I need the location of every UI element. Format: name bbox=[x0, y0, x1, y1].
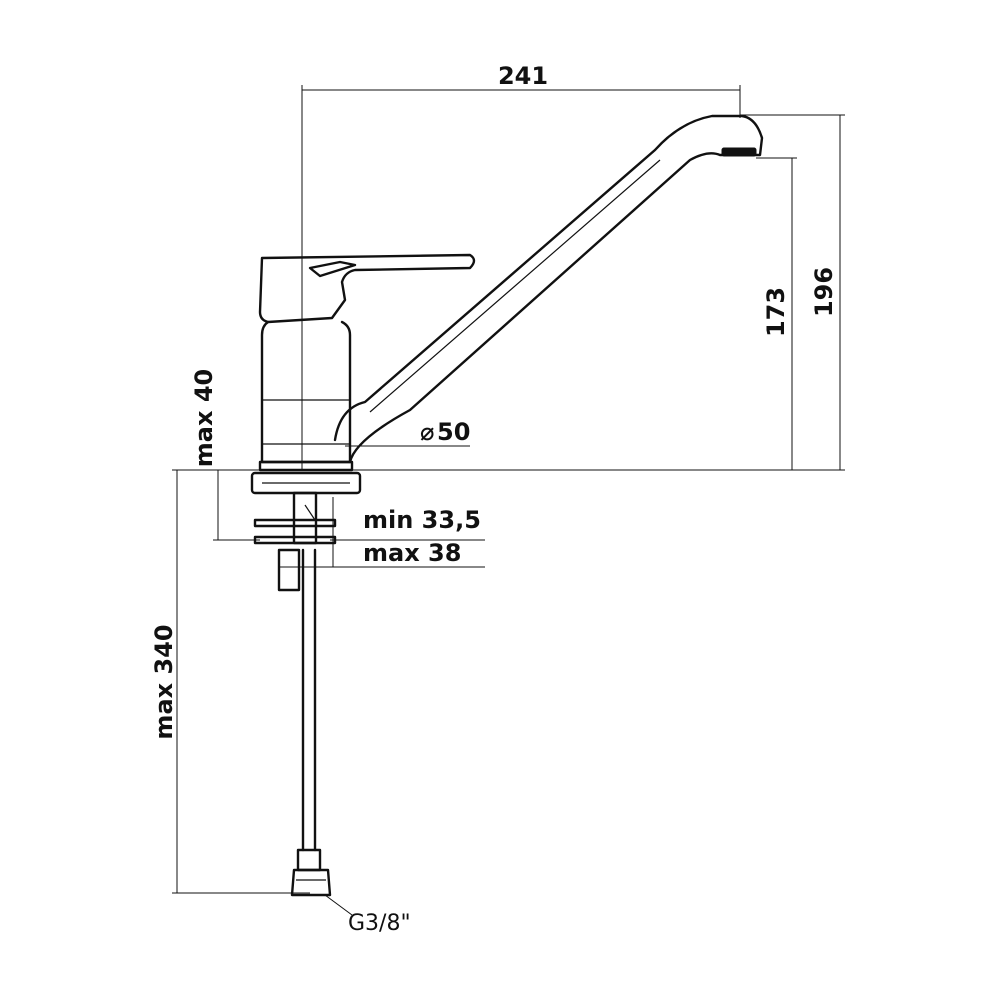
main-cylinder bbox=[260, 320, 352, 464]
hose-fitting bbox=[296, 848, 322, 872]
dimension-lines bbox=[172, 85, 845, 916]
supply-hose bbox=[290, 548, 332, 897]
dim-196-label: 196 bbox=[810, 267, 838, 317]
mount-thread bbox=[304, 504, 316, 521]
dim-173-label: 173 bbox=[762, 287, 790, 337]
dim-max-label: max 38 bbox=[363, 539, 461, 567]
faucet-body bbox=[258, 114, 764, 472]
dim-max40-label: max 40 bbox=[190, 369, 218, 467]
mount-nut bbox=[277, 548, 301, 592]
thread-leader bbox=[324, 894, 353, 916]
spout bbox=[333, 114, 764, 464]
mount-stud bbox=[292, 491, 318, 545]
diameter-label: 50 bbox=[437, 418, 470, 446]
hose-nut bbox=[290, 868, 332, 897]
diameter-symbol: ⌀ bbox=[420, 418, 434, 446]
base-ring bbox=[258, 460, 354, 472]
dim-max340-label: max 340 bbox=[150, 624, 178, 739]
lever-inner bbox=[308, 260, 357, 278]
thread-label: G3/8" bbox=[348, 911, 411, 936]
aerator bbox=[721, 147, 757, 157]
mounting-assembly bbox=[250, 471, 362, 592]
dim-241-label: 241 bbox=[498, 62, 548, 90]
spout-inner-edge bbox=[369, 159, 661, 413]
lever-handle bbox=[258, 253, 476, 324]
dim-min-label: min 33,5 bbox=[363, 506, 481, 534]
